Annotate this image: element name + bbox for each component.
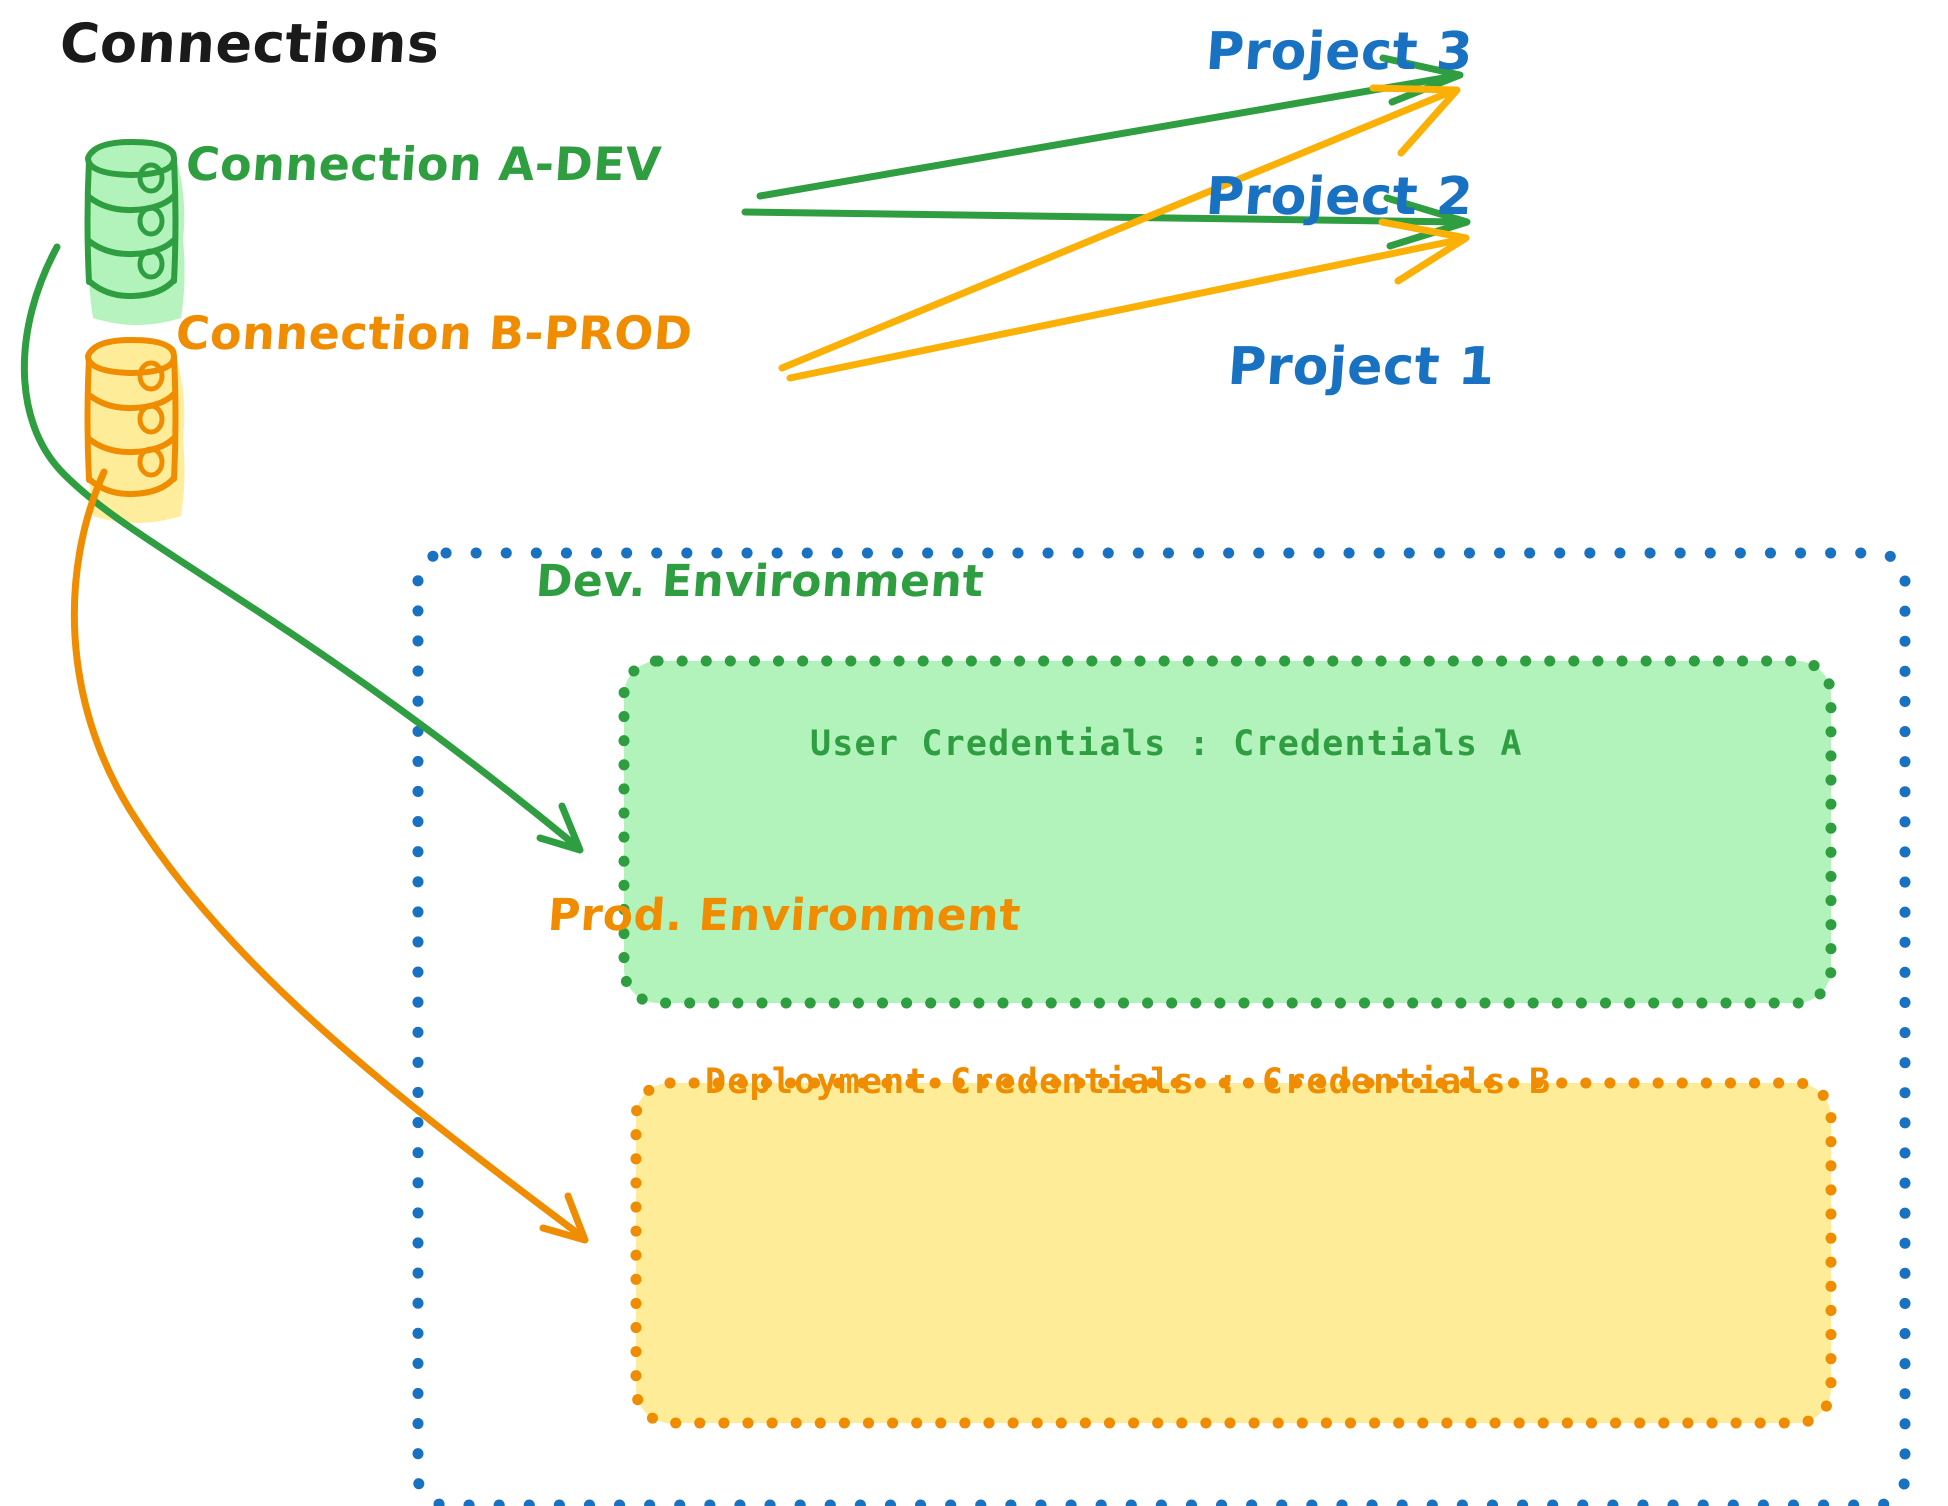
arrow-conn-b-to-prod-environment xyxy=(70,468,589,1244)
database-cylinder-icon-green xyxy=(84,139,185,325)
connection-a-dev-label[interactable]: Connection A-DEV xyxy=(184,137,664,191)
arrow-conn-b-to-project-2 xyxy=(786,218,1470,382)
prod-environment-credentials: Deployment Credentials : Credentials B xyxy=(705,1062,1552,1102)
dev-environment-dotted-border xyxy=(618,655,1837,1009)
arrow-conn-a-to-dev-environment xyxy=(20,243,584,854)
dev-environment-title: Dev. Environment xyxy=(534,556,986,607)
project-1-dotted-border xyxy=(412,547,1911,1506)
arrow-conn-a-to-project-3 xyxy=(756,54,1464,200)
prod-environment-title: Prod. Environment xyxy=(546,890,1023,941)
project-1-container xyxy=(412,547,1911,1506)
prod-environment-box xyxy=(630,1077,1837,1429)
arrow-conn-b-to-project-3 xyxy=(778,84,1461,372)
project-2-label[interactable]: Project 2 xyxy=(1203,167,1476,227)
project-3-label[interactable]: Project 3 xyxy=(1203,22,1476,82)
arrow-conn-a-to-project-2 xyxy=(741,194,1471,250)
dev-environment-credentials: User Credentials : Credentials A xyxy=(810,724,1523,764)
page-title: Connections xyxy=(57,12,442,75)
prod-environment-dotted-border xyxy=(630,1077,1837,1429)
dev-environment-fill xyxy=(624,661,1831,1003)
connection-b-prod-label[interactable]: Connection B-PROD xyxy=(174,306,695,360)
project-1-label[interactable]: Project 1 xyxy=(1225,337,1498,397)
prod-environment-fill xyxy=(636,1083,1831,1423)
dev-environment-box xyxy=(618,655,1837,1009)
database-cylinder-icon-orange xyxy=(84,337,185,523)
